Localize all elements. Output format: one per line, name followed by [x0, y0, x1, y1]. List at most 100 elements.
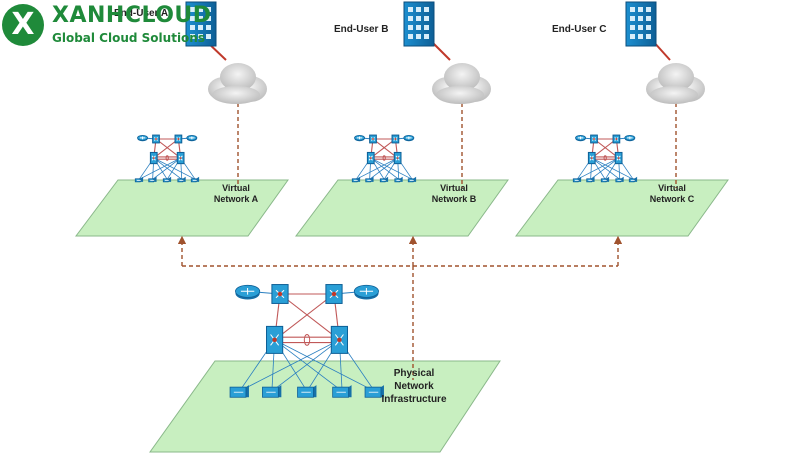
net-a-access-switch-icon-3	[177, 176, 186, 183]
net-a-access-switch-icon-0	[134, 176, 144, 183]
net-c-access-switch-icon-3	[615, 176, 624, 183]
net-a-access-switch-icon-2	[162, 176, 172, 183]
net-b-core-switch-right-icon	[391, 134, 400, 144]
net-a-access-switch-icon-4	[190, 176, 200, 183]
net-c-dist-switch-right-icon	[614, 151, 623, 165]
net-b-dist-switch-right-icon	[393, 151, 402, 165]
net-phys-core-switch-left-icon	[271, 284, 289, 304]
net-b-access-switch-icon-2	[379, 176, 389, 183]
net-a-core-switch-right-icon	[174, 134, 183, 144]
net-phys-access-link-right-0	[239, 339, 340, 392]
net-b-mesh-link-4	[370, 138, 396, 159]
net-b-access-switch-icon-1	[365, 176, 374, 183]
virtual-network-b	[351, 134, 417, 183]
virtual-network-b-label-line2: Network B	[432, 194, 477, 204]
net-c-access-switch-icon-2	[600, 176, 610, 183]
net-phys-core-switch-right-icon	[325, 284, 343, 304]
net-a-access-link-right-0	[139, 157, 181, 180]
net-phys-router-right-icon	[353, 284, 379, 300]
net-c-dist-switch-left-icon	[587, 151, 596, 165]
net-phys-link-bundle-icon	[303, 334, 311, 346]
virtual-network-a	[134, 134, 200, 183]
physical-network-platform	[149, 360, 501, 453]
dashed-interconnect-links	[177, 103, 677, 380]
end-user-b-label: End-User B	[334, 24, 388, 35]
net-phys-access-switch-icon-4	[364, 385, 384, 398]
physical-network	[229, 284, 384, 398]
net-phys-mesh-link-3	[279, 293, 340, 341]
net-a-router-left-icon	[137, 134, 149, 142]
net-c-router-right-icon	[624, 134, 636, 142]
net-c-access-switch-icon-4	[628, 176, 638, 183]
net-b-access-link-right-1	[369, 157, 398, 180]
net-b-access-switch-icon-3	[394, 176, 403, 183]
net-b-dist-switch-left-icon	[366, 151, 375, 165]
net-a-dist-switch-left-icon	[149, 151, 158, 165]
net-b-access-link-left-3	[370, 157, 400, 180]
physical-network-label-line2: Network	[394, 381, 434, 392]
virtual-network-a-label-line1: Virtual	[222, 183, 250, 193]
net-c-access-switch-icon-0	[572, 176, 582, 183]
net-a-access-link-right-1	[152, 157, 181, 180]
net-phys-access-switch-icon-2	[297, 385, 317, 398]
net-a-link-bundle-icon	[165, 155, 169, 161]
brand-name: XANHCLOUD	[52, 3, 212, 28]
net-phys-router-left-icon	[235, 284, 261, 300]
net-b-access-link-right-0	[356, 157, 398, 180]
virtual-network-c	[572, 134, 638, 183]
virtual-network-c-label-line1: Virtual	[658, 183, 686, 193]
net-b-access-link-left-4	[370, 157, 413, 180]
net-b-router-right-icon	[403, 134, 415, 142]
virtual-network-a-platform	[75, 179, 289, 237]
net-c-access-link-right-1	[590, 157, 619, 180]
net-c-mesh-link-4	[591, 138, 617, 159]
virtual-network-b-platform	[295, 179, 509, 237]
net-c-access-link-left-3	[591, 157, 621, 180]
building-b-icon	[403, 1, 435, 47]
net-b-mesh-link-3	[372, 138, 398, 159]
brand-tagline: Global Cloud Solutions	[52, 31, 205, 45]
end-user-a-label: End-User A	[114, 8, 168, 19]
net-phys-dist-switch-right-icon	[330, 325, 348, 354]
net-c-access-switch-icon-1	[586, 176, 595, 183]
net-a-core-switch-left-icon	[152, 134, 160, 144]
cloud-c-icon	[646, 63, 705, 104]
cloud-b-icon	[432, 63, 491, 104]
net-phys-access-link-right-1	[271, 339, 340, 392]
net-a-mesh-link-3	[155, 138, 181, 159]
net-phys-access-link-left-4	[274, 339, 375, 392]
net-a-dist-switch-right-icon	[176, 151, 185, 165]
logo-x-icon: X	[2, 4, 44, 46]
net-c-mesh-link-3	[593, 138, 619, 159]
building-c-icon	[625, 1, 657, 47]
net-a-mesh-link-4	[153, 138, 179, 159]
net-c-core-switch-right-icon	[612, 134, 621, 144]
virtual-network-c-label-line2: Network C	[650, 194, 695, 204]
brand-logo: X XANHCLOUD Global Cloud Solutions	[2, 2, 211, 48]
net-b-link-bundle-icon	[382, 155, 386, 161]
net-phys-access-switch-icon-1	[262, 385, 282, 398]
end-user-c-label: End-User C	[552, 24, 606, 35]
net-a-access-link-left-3	[153, 157, 183, 180]
net-phys-dist-switch-left-icon	[266, 325, 284, 354]
net-b-router-left-icon	[354, 134, 365, 142]
net-a-access-link-left-4	[153, 157, 196, 180]
net-b-access-switch-icon-4	[407, 176, 417, 183]
net-c-core-switch-left-icon	[590, 134, 598, 144]
net-c-access-link-left-4	[591, 157, 634, 180]
net-phys-mesh-link-4	[274, 293, 335, 341]
net-b-core-switch-left-icon	[369, 134, 377, 144]
physical-network-label-line3: Infrastructure	[381, 394, 446, 405]
net-c-access-link-right-0	[577, 157, 619, 180]
net-a-router-right-icon	[186, 134, 198, 142]
net-b-access-switch-icon-0	[351, 176, 361, 183]
physical-network-label-line1: Physical	[394, 368, 435, 379]
user-uplinks	[204, 39, 671, 61]
net-phys-access-link-left-3	[274, 339, 343, 392]
net-phys-access-switch-icon-0	[229, 385, 249, 398]
net-c-link-bundle-icon	[603, 155, 607, 161]
virtual-network-c-platform	[515, 179, 729, 237]
building-a-icon	[185, 1, 217, 47]
